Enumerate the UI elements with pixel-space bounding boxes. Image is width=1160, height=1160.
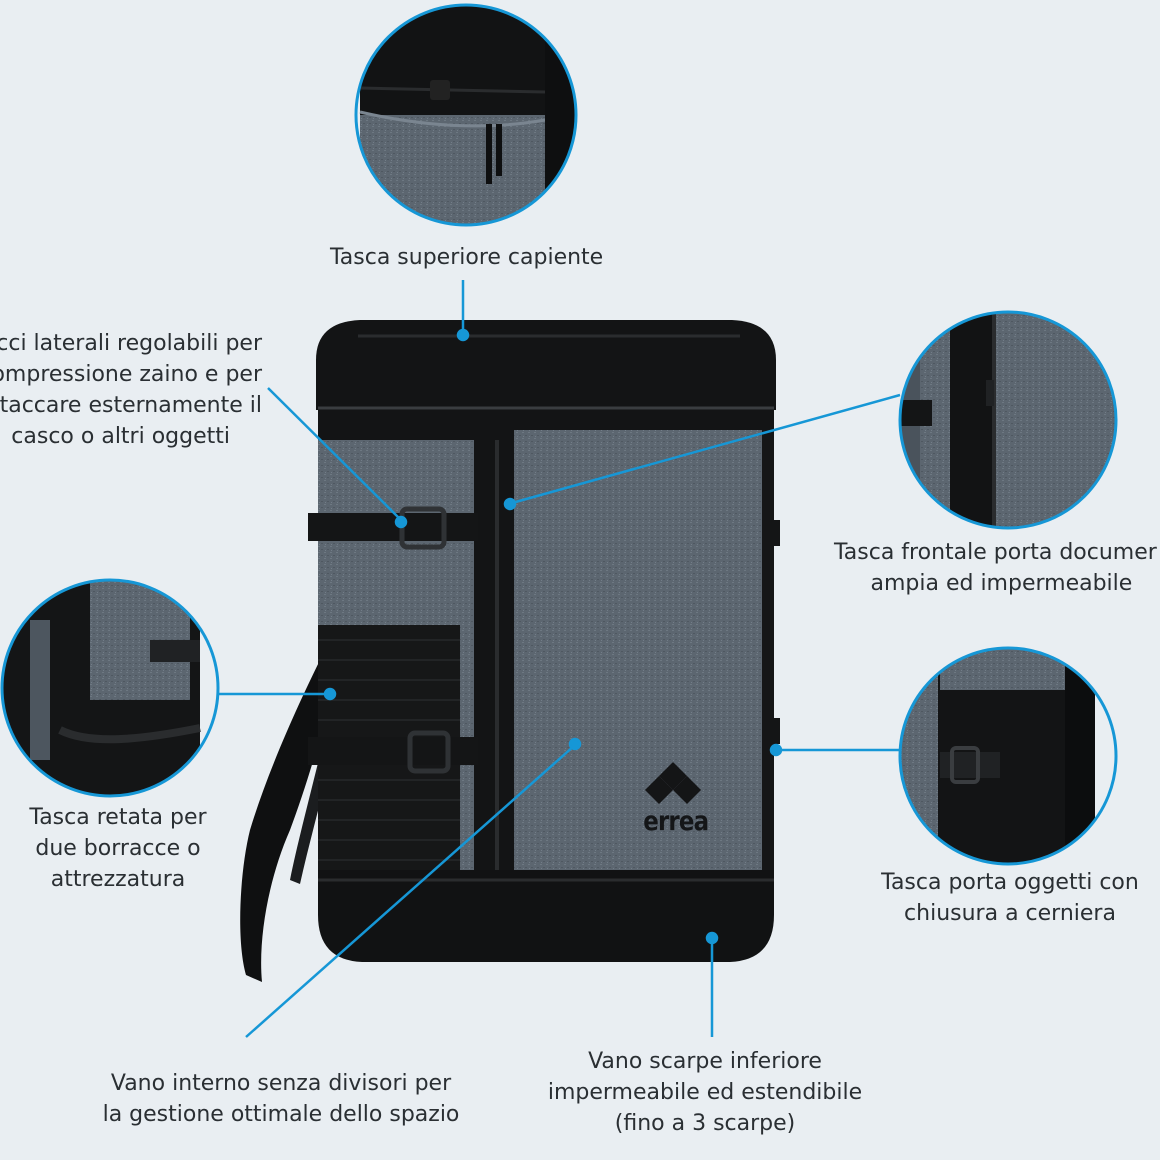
backpack-body — [308, 320, 780, 962]
errea-logo-text: errea — [643, 806, 709, 837]
front-pocket-detail-circle — [898, 310, 1118, 530]
mesh-pocket-detail-circle — [0, 578, 220, 798]
zip-pocket-detail-circle — [898, 646, 1118, 866]
label-mesh-pocket: Tasca retata per due borracce o attrezza… — [29, 805, 207, 892]
label-zip-pocket: Tasca porta oggetti con chiusura a cerni… — [881, 870, 1139, 926]
label-front-pocket: Tasca frontale porta documer ampia ed im… — [834, 540, 1157, 596]
leader-lines — [218, 280, 901, 1038]
label-side-straps: acci laterali regolabili per ompressione… — [0, 331, 262, 449]
errea-diamond-logo-icon — [645, 762, 701, 804]
label-shoe-compartment: Vano scarpe inferiore impermeabile ed es… — [547, 1049, 863, 1136]
label-main-compartment: Vano interno senza divisori per la gesti… — [102, 1071, 460, 1127]
top-pocket-detail-circle — [354, 3, 578, 227]
label-top-pocket: Tasca superiore capiente — [330, 245, 604, 270]
